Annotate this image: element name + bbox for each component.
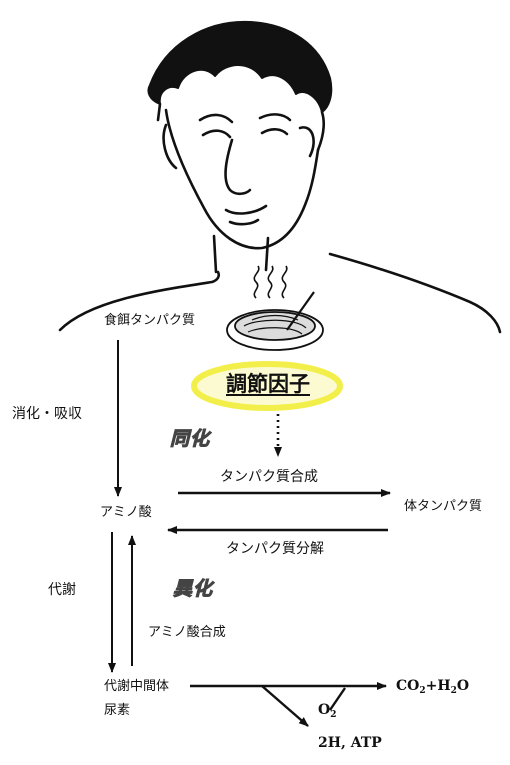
metabolic-intermediate-label: 代謝中間体 [104, 679, 170, 694]
energy-arrow [261, 685, 309, 727]
protein-synthesis-label: タンパク質合成 [220, 469, 318, 485]
o2-label: O2 [318, 703, 336, 720]
energy-label: 2H, ATP [318, 735, 382, 751]
catabolism-label: 異化 [172, 578, 214, 600]
meal-plate-icon [226, 265, 324, 351]
man-illustration [58, 20, 502, 334]
digestion-label: 消化・吸収 [12, 406, 82, 422]
food-protein-label: 食餌タンパク質 [104, 313, 196, 328]
co2-text: CO [396, 678, 420, 694]
co2-subscript: 2 [419, 686, 426, 696]
metabolism-label: 代謝 [48, 582, 76, 598]
o2-text: O [318, 702, 331, 718]
body-protein-label: 体タンパク質 [404, 499, 483, 514]
regulator-highlight [191, 361, 343, 411]
h2o-o-text: O [456, 678, 470, 694]
plus-h-text: +H [425, 678, 451, 694]
regulator-label: 調節因子 [226, 372, 310, 396]
oxygen-link [329, 687, 346, 711]
co2-h2o-label: CO2+H2O [396, 679, 469, 696]
amino-acid-synthesis-label: アミノ酸合成 [148, 625, 226, 640]
amino-acid-label: アミノ酸 [100, 505, 152, 520]
urea-label: 尿素 [104, 703, 131, 718]
protein-breakdown-label: タンパク質分解 [226, 541, 324, 557]
anabolism-label: 同化 [169, 428, 211, 450]
o2-subscript: 2 [330, 710, 337, 720]
h2o-subscript: 2 [450, 686, 457, 696]
